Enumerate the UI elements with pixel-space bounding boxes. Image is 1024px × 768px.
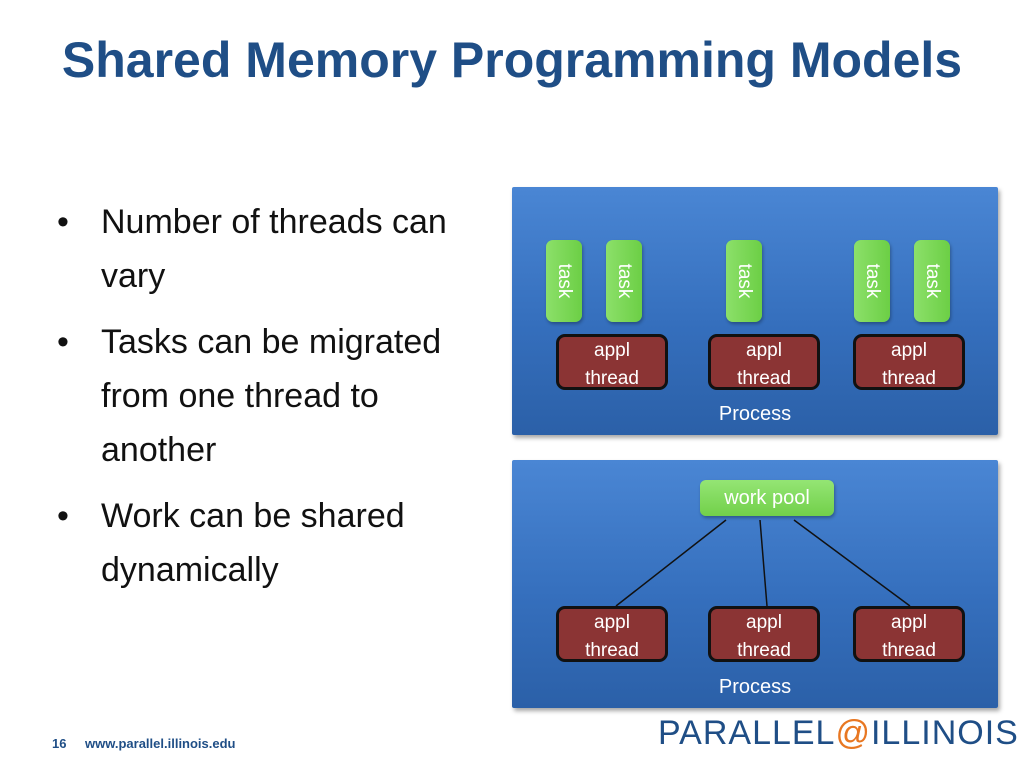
- appl-thread-box: appl thread: [708, 334, 820, 390]
- process-diagram-tasks: task task task task task appl thread app…: [512, 187, 998, 435]
- appl-thread-box: appl thread: [853, 606, 965, 662]
- connector-line: [615, 519, 727, 607]
- thread-label-line2: thread: [737, 640, 791, 661]
- task-label: task: [614, 263, 635, 299]
- bullet-icon: •: [57, 497, 69, 535]
- thread-label-line1: appl: [891, 612, 927, 633]
- logo-text-left: PARALLEL: [658, 714, 836, 752]
- bullet-text: Work can be shared dynamically: [101, 497, 405, 589]
- bullet-list: • Number of threads can vary • Tasks can b…: [55, 195, 485, 609]
- bullet-icon: •: [57, 203, 69, 241]
- work-pool-box: work pool: [700, 480, 834, 516]
- logo-at-symbol: @: [835, 714, 871, 752]
- bullet-text: Tasks can be migrated from one thread to…: [101, 323, 442, 469]
- bullet-item: • Number of threads can vary: [55, 195, 485, 303]
- bullet-item: • Work can be shared dynamically: [55, 489, 485, 597]
- thread-label-line2: thread: [882, 368, 936, 389]
- appl-thread-box: appl thread: [853, 334, 965, 390]
- slide-number: 16: [52, 736, 67, 751]
- task-box: task: [914, 240, 950, 322]
- task-box: task: [854, 240, 890, 322]
- logo-text-right: ILLINOIS: [870, 714, 1019, 752]
- appl-thread-box: appl thread: [556, 334, 668, 390]
- task-box: task: [606, 240, 642, 322]
- appl-thread-box: appl thread: [708, 606, 820, 662]
- task-box: task: [546, 240, 582, 322]
- thread-label-line2: thread: [585, 368, 639, 389]
- thread-label-line1: appl: [594, 340, 630, 361]
- thread-label-line1: appl: [746, 612, 782, 633]
- task-label: task: [734, 263, 755, 299]
- thread-label-line2: thread: [737, 368, 791, 389]
- thread-label-line1: appl: [746, 340, 782, 361]
- task-label: task: [922, 263, 943, 299]
- footer-url: www.parallel.illinois.edu: [85, 736, 236, 751]
- parallel-illinois-logo: PARALLEL@ILLINOIS: [658, 714, 1019, 753]
- connector-line: [759, 519, 768, 607]
- bullet-text: Number of threads can vary: [101, 203, 447, 295]
- bullet-item: • Tasks can be migrated from one thread t…: [55, 315, 485, 477]
- task-label: task: [554, 263, 575, 299]
- connector-line: [793, 519, 911, 607]
- task-label: task: [862, 263, 883, 299]
- process-diagram-work-pool: work pool appl thread appl thread appl t…: [512, 460, 998, 708]
- thread-label-line1: appl: [594, 612, 630, 633]
- thread-label-line2: thread: [882, 640, 936, 661]
- appl-thread-box: appl thread: [556, 606, 668, 662]
- process-label: Process: [718, 676, 792, 698]
- thread-label-line1: appl: [891, 340, 927, 361]
- thread-label-line2: thread: [585, 640, 639, 661]
- bullet-icon: •: [57, 323, 69, 361]
- slide-title: Shared Memory Programming Models: [61, 32, 963, 88]
- task-box: task: [726, 240, 762, 322]
- connector-lines: [615, 519, 911, 607]
- process-label: Process: [718, 403, 792, 425]
